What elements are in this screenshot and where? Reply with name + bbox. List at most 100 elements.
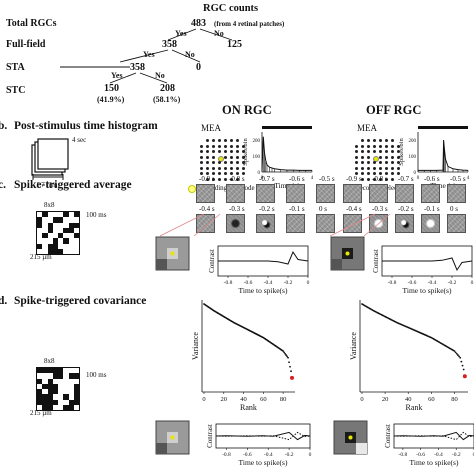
sta-frame-time: 0 s bbox=[319, 205, 327, 213]
x-tick-label: 20 bbox=[382, 396, 389, 403]
checker-cell bbox=[42, 233, 48, 239]
variance-ylabel: Variance bbox=[349, 332, 358, 360]
sta-frame-time: -0.5 s bbox=[319, 175, 335, 183]
mea-electrode bbox=[385, 161, 388, 164]
sta-frame-tile bbox=[395, 184, 414, 203]
mea-electrode bbox=[367, 177, 370, 181]
mea-electrode bbox=[379, 166, 382, 170]
section-c-letter: c. bbox=[0, 179, 6, 191]
sta-pixel-label: 215 µm bbox=[30, 253, 52, 261]
checker-cell bbox=[52, 248, 58, 254]
mea-electrode bbox=[361, 166, 364, 170]
mea-electrode bbox=[391, 161, 394, 164]
checker-cell bbox=[73, 378, 79, 384]
checker-cell bbox=[68, 389, 74, 395]
mea-electrode bbox=[385, 172, 388, 175]
tree-title: RGC counts bbox=[203, 3, 259, 14]
checker-cell bbox=[63, 394, 69, 400]
y-tick-label: 200 bbox=[409, 139, 417, 144]
tree-fullfield-yes: Yes bbox=[175, 29, 187, 38]
mea-electrode bbox=[200, 161, 203, 164]
mea-electrode bbox=[212, 155, 215, 159]
x-tick-label: 4 bbox=[311, 176, 314, 181]
mea-electrode bbox=[230, 139, 233, 142]
checker-cell bbox=[52, 373, 58, 379]
checker-cell bbox=[63, 212, 69, 218]
checker-cell bbox=[68, 212, 74, 218]
checker-cell bbox=[68, 394, 74, 400]
x-tick-label: -0.4 bbox=[264, 280, 273, 286]
eigenvalue-point bbox=[460, 360, 463, 363]
mea-electrode bbox=[355, 155, 358, 159]
stimulus-bar bbox=[418, 126, 468, 129]
mea-electrode bbox=[242, 172, 245, 175]
mea-electrode bbox=[391, 150, 394, 153]
mea-electrode bbox=[242, 150, 245, 153]
mea-electrode bbox=[200, 155, 203, 159]
sta-frame-tile bbox=[343, 214, 362, 233]
mea-electrode bbox=[385, 155, 388, 159]
checker-cell bbox=[73, 227, 79, 233]
series-line bbox=[215, 431, 311, 441]
column-header-off: OFF RGC bbox=[366, 103, 422, 117]
checker-cell bbox=[63, 404, 69, 410]
checker-cell bbox=[58, 389, 64, 395]
eigenvalue-point bbox=[286, 355, 288, 358]
sta-frame-tile bbox=[286, 214, 305, 233]
checker-cell bbox=[42, 243, 48, 249]
mea-electrode bbox=[379, 161, 382, 164]
checker-cell bbox=[42, 373, 48, 379]
checker-cell bbox=[52, 222, 58, 228]
mea-electrode bbox=[218, 155, 224, 162]
mea-electrode bbox=[212, 161, 215, 164]
mea-electrode bbox=[242, 155, 245, 159]
checker-cell bbox=[37, 404, 43, 410]
eigenvalue-point bbox=[287, 356, 289, 359]
checker-cell bbox=[52, 368, 58, 374]
mea-electrode bbox=[385, 166, 388, 170]
checker-cell bbox=[52, 227, 58, 233]
checker-cell bbox=[68, 217, 74, 223]
tree-line-1n bbox=[199, 28, 233, 41]
mea-electrode bbox=[212, 150, 215, 153]
y-tick-label: 200 bbox=[253, 139, 261, 144]
checker-cell bbox=[68, 243, 74, 249]
checker-cell bbox=[47, 222, 53, 228]
mea-electrode bbox=[379, 144, 382, 148]
eigenvalue-point bbox=[285, 354, 287, 356]
checker-cell bbox=[47, 394, 53, 400]
sta-frame-tile bbox=[286, 184, 305, 203]
mea-electrode bbox=[355, 150, 358, 153]
sta-frame-time: -0.7 s bbox=[259, 175, 275, 183]
xlabel: Time to spike(s) bbox=[403, 286, 452, 295]
sta-frame-time: -0.3 s bbox=[372, 205, 388, 213]
y-tick-label: 0 bbox=[258, 171, 261, 176]
mea-electrode bbox=[200, 172, 203, 175]
tree-fullfield-value: 358 bbox=[162, 39, 177, 50]
mea-electrode bbox=[212, 166, 215, 170]
eigenvalue-point bbox=[283, 351, 285, 354]
sta-frame-tile bbox=[421, 214, 440, 233]
checker-cell bbox=[58, 222, 64, 228]
checker-cell bbox=[73, 243, 79, 249]
sta-frame-time: -0.8 s bbox=[372, 175, 388, 183]
mea-electrode bbox=[230, 166, 233, 170]
sta-grid-label: 8x8 bbox=[44, 201, 55, 209]
mea-electrode bbox=[373, 161, 376, 164]
mea-electrode bbox=[373, 150, 376, 153]
tree-stc-yes: Yes bbox=[111, 71, 123, 80]
xlabel: Time to spike(s) bbox=[239, 458, 288, 467]
recording-electrode-icon bbox=[188, 185, 196, 193]
xlabel: Time to spike(s) bbox=[410, 458, 459, 467]
sta-frames-on: -0.9 s-0.8 s-0.7 s-0.6 s-0.5 s-0.4 s-0.3… bbox=[196, 176, 346, 251]
tree-line-2y bbox=[119, 49, 169, 63]
eigenvalue-point bbox=[455, 352, 458, 355]
x-tick-label: -0.2 bbox=[285, 452, 294, 458]
sta-frame-time: -0.1 s bbox=[289, 205, 305, 213]
x-tick-label: -0.2 bbox=[284, 280, 293, 286]
mea-electrode bbox=[230, 172, 233, 175]
checker-cell bbox=[68, 227, 74, 233]
checker-cell bbox=[42, 217, 48, 223]
sta-frame-time: -0.5 s bbox=[450, 175, 466, 183]
mea-electrode bbox=[206, 155, 209, 159]
